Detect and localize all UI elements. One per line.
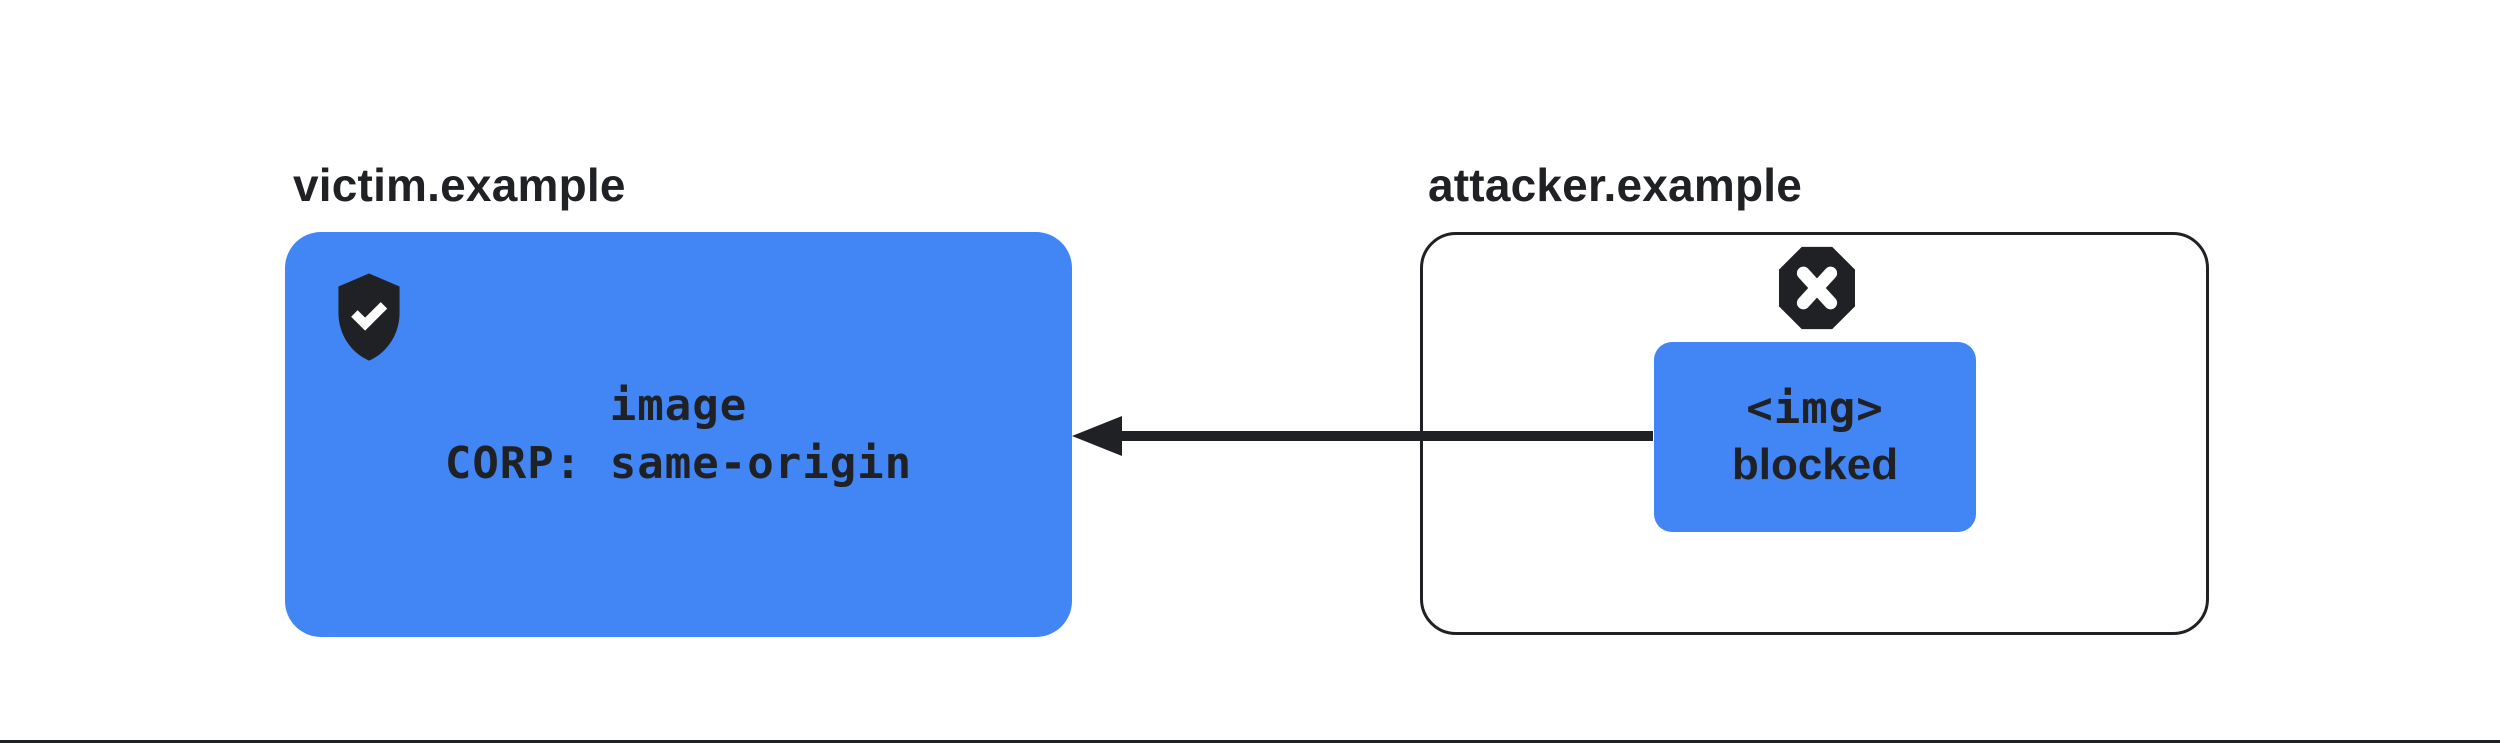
resource-line-1: image [609, 379, 748, 431]
attacker-domain-label: attacker.example [1428, 159, 1803, 211]
victim-domain-label: victim.example [293, 159, 626, 211]
request-arrow [1072, 416, 1653, 456]
resource-line-2: CORP: same-origin [444, 437, 913, 489]
request-arrow-head [1072, 416, 1122, 456]
request-tag-line: <img> [1746, 383, 1884, 434]
blocked-request-box: <img> blocked [1654, 342, 1976, 532]
shield-check-icon [338, 273, 400, 361]
bottom-divider [0, 740, 2500, 743]
victim-resource-text: image CORP: same-origin [285, 232, 1072, 637]
request-status-line: blocked [1731, 440, 1899, 489]
blocked-x-icon [1779, 246, 1855, 330]
victim-origin-box: image CORP: same-origin [285, 232, 1072, 637]
